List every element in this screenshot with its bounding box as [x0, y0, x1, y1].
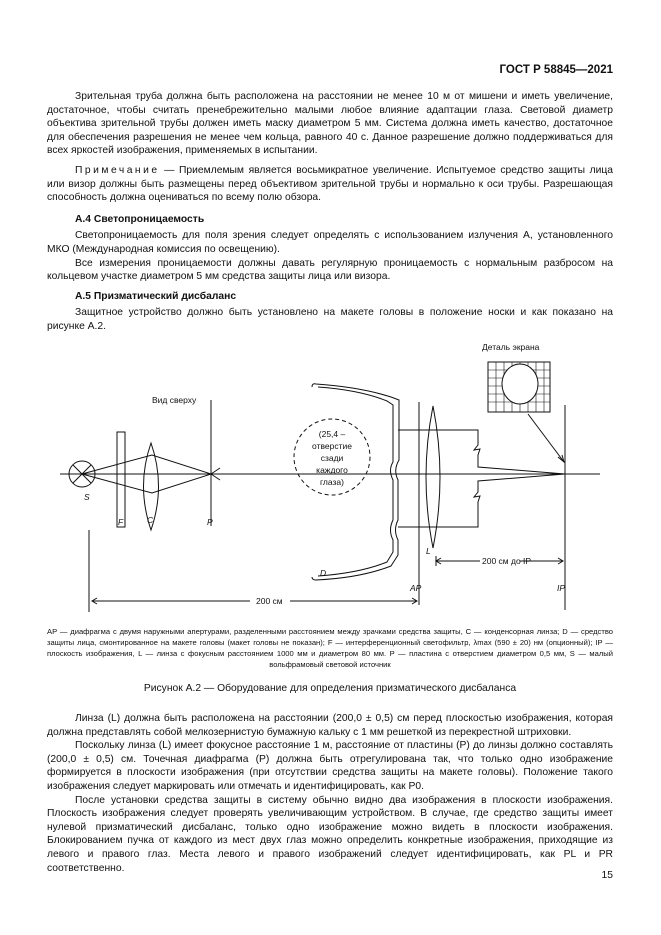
- eye-hole-circle: [293, 418, 371, 496]
- svg-text:S: S: [84, 492, 90, 502]
- svg-text:P: P: [207, 517, 213, 527]
- svg-text:IP: IP: [557, 583, 565, 593]
- svg-text:AP: AP: [409, 583, 422, 593]
- condenser-lens-c: [143, 441, 159, 532]
- detail-label: Деталь экрана: [482, 342, 540, 352]
- paragraph: Светопроницаемость для поля зрения следу…: [47, 230, 613, 255]
- standard-header: ГОСТ Р 58845—2021: [499, 64, 613, 76]
- note-label: Примечание: [75, 164, 160, 176]
- dimension-200-ip-label: 200 см до IP: [482, 556, 531, 566]
- lens-l: [425, 405, 441, 549]
- paragraph: Защитное устройство должно быть установл…: [47, 307, 613, 332]
- note: Примечание — Приемлемым является восьмик…: [47, 164, 613, 205]
- filter-f: [116, 431, 126, 528]
- part-labels: S F C P D L AP IP: [84, 492, 565, 593]
- paragraph: Линза (L) должна быть расположена на рас…: [47, 713, 613, 738]
- text-block-top: Зрительная труба должна быть расположена…: [47, 90, 613, 334]
- screen-detail: [487, 361, 551, 413]
- svg-text:C: C: [147, 515, 154, 525]
- dimension-200-ip: [435, 556, 564, 566]
- light-rays: [81, 454, 221, 494]
- dimension-200-label: 200 см: [256, 596, 283, 606]
- figure-legend: AP — диафрагма с двумя наружными апертур…: [47, 627, 613, 669]
- face-protector-d: [311, 383, 400, 581]
- paragraph: Все измерения проницаемости должны дават…: [47, 257, 613, 283]
- svg-text:F: F: [118, 517, 124, 527]
- beam-paths: [398, 429, 566, 528]
- detail-arrow: [527, 413, 565, 464]
- figure-a2-diagram: Деталь экрана Вид сверху (25,4 –отверсти…: [60, 342, 600, 612]
- page-number: 15: [601, 870, 613, 881]
- section-a4-title: А.4 Светопроницаемость: [75, 213, 205, 225]
- paragraph: После установки средства защиты в систем…: [47, 794, 613, 874]
- paragraph: Поскольку линза (L) имеет фокусное расст…: [47, 740, 613, 792]
- section-a5-title: А.5 Призматический дисбаланс: [75, 290, 237, 302]
- note-text: — Приемлемым является восьмикратное увел…: [47, 164, 613, 204]
- top-view-label: Вид сверху: [152, 395, 197, 405]
- figure-caption: Рисунок А.2 — Оборудование для определен…: [143, 683, 517, 694]
- dimension-200: [88, 530, 418, 612]
- svg-text:L: L: [426, 546, 431, 556]
- text-block-bottom: Линза (L) должна быть расположена на рас…: [47, 712, 613, 875]
- paragraph: Зрительная труба должна быть расположена…: [47, 91, 613, 157]
- svg-text:D: D: [320, 568, 326, 578]
